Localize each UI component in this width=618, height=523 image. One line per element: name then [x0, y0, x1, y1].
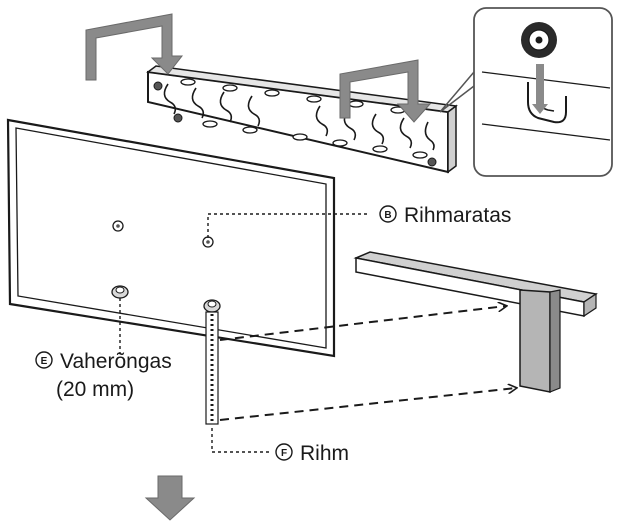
dashed-arrow-top [219, 306, 506, 341]
pulley-label: Rihmaratas [404, 204, 511, 227]
spacer-badge-letter: E [41, 356, 48, 367]
hook-detail-icon [439, 7, 613, 177]
belt-badge-letter: F [281, 448, 287, 459]
pulley-part [203, 299, 221, 313]
spacer-badge [35, 351, 53, 369]
tv-panel [6, 118, 336, 358]
pulley-badge [379, 205, 397, 223]
pulley-badge-letter: B [384, 210, 391, 221]
spacer-size: (20 mm) [56, 378, 134, 401]
label-belt: F Rihm [275, 442, 349, 465]
wall-bracket [146, 65, 458, 174]
arrow-down-icon [144, 475, 196, 521]
label-spacer: E Vaherõngas (20 mm) [35, 350, 172, 401]
dashed-arrow-bottom [219, 388, 516, 421]
spacer-ring [111, 285, 129, 299]
belt-label: Rihm [300, 442, 349, 465]
belt-badge [275, 443, 293, 461]
hook-insert-arrow-right [339, 59, 432, 123]
spacer-label: Vaherõngas [60, 350, 172, 373]
belt-leader [211, 428, 270, 453]
label-pulley: B Rihmaratas [379, 204, 511, 227]
hook-insert-arrow-left [85, 13, 184, 81]
belt-strap [205, 311, 219, 425]
beam-post [519, 289, 561, 393]
pulley-leader [207, 213, 370, 238]
